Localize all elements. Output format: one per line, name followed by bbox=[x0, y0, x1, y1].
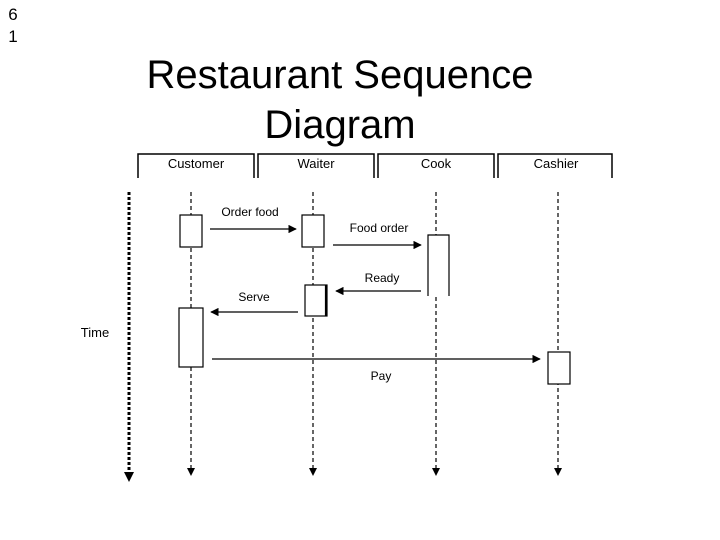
participant-waiter: Waiter bbox=[257, 153, 375, 178]
message-food-order-label: Food order bbox=[350, 221, 409, 235]
activation-waiter-order bbox=[301, 214, 325, 248]
time-axis-arrowhead bbox=[124, 472, 134, 482]
message-serve: Serve bbox=[210, 290, 298, 317]
slide-number-line-2: 1 bbox=[8, 27, 18, 46]
activation-cashier bbox=[547, 351, 571, 385]
activation-waiter-serve bbox=[304, 284, 328, 317]
lifeline-cashier bbox=[554, 192, 562, 476]
participant-customer: Customer bbox=[137, 153, 255, 178]
message-serve-label: Serve bbox=[238, 290, 270, 304]
activation-cook bbox=[427, 234, 450, 296]
activation-boxes bbox=[178, 214, 571, 385]
message-order-food: Order food bbox=[210, 205, 297, 234]
participant-cashier-label: Cashier bbox=[534, 156, 579, 171]
message-pay: Pay bbox=[212, 354, 541, 383]
participant-waiter-label: Waiter bbox=[297, 156, 335, 171]
message-food-order: Food order bbox=[333, 221, 422, 250]
time-axis: Time bbox=[81, 192, 134, 482]
participant-cashier: Cashier bbox=[497, 153, 613, 178]
message-order-food-label: Order food bbox=[221, 205, 278, 219]
slide-title-line-1: Restaurant Sequence bbox=[146, 53, 534, 97]
slide-number-line-1: 6 bbox=[8, 5, 18, 24]
participant-cook: Cook bbox=[377, 153, 495, 178]
activation-customer-order bbox=[179, 214, 203, 248]
message-ready-label: Ready bbox=[365, 271, 400, 285]
participant-headers: Customer Waiter Cook Cashier bbox=[137, 153, 613, 178]
participant-cook-label: Cook bbox=[421, 156, 452, 171]
slide-title: Restaurant Sequence Diagram bbox=[100, 50, 580, 150]
message-pay-label: Pay bbox=[371, 369, 392, 383]
slide-number: 6 1 bbox=[6, 4, 20, 48]
participant-customer-label: Customer bbox=[168, 156, 225, 171]
messages: Order food Food order Ready Serve Pay bbox=[210, 205, 541, 383]
message-ready: Ready bbox=[335, 271, 421, 296]
activation-customer-receive bbox=[178, 307, 204, 368]
time-axis-label: Time bbox=[81, 325, 109, 340]
slide-title-line-2: Diagram bbox=[264, 103, 416, 147]
